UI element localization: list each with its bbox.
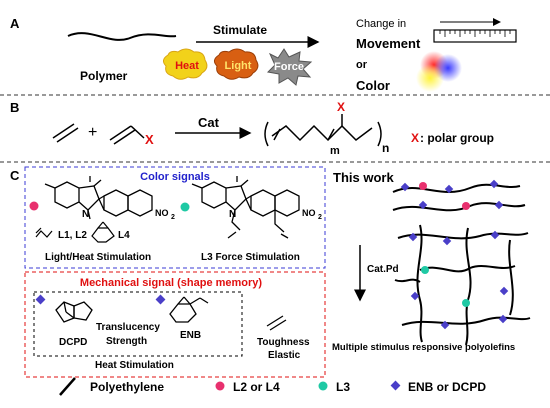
nitro-sub-right: 2 — [318, 214, 322, 221]
polar-group-x: X — [145, 132, 154, 147]
heat-stimulation-box — [33, 291, 243, 357]
network-blue-diamond — [410, 291, 420, 301]
teal-dot-marker — [180, 202, 190, 212]
legend-teal-dot — [318, 381, 328, 391]
enb-structure — [169, 296, 209, 323]
spiropyran-left-structure — [44, 176, 153, 220]
legend-l2-l4-label: L2 or L4 — [233, 380, 280, 394]
dcpd-structure — [55, 301, 93, 323]
n-atom-left: N — [82, 209, 89, 220]
subscript-m: m — [330, 145, 340, 157]
heat-label: Heat — [175, 60, 199, 72]
movement-label: Movement — [356, 36, 421, 51]
change-in-label: Change in — [356, 18, 406, 30]
subscript-n: n — [382, 141, 389, 155]
legend-x: X — [411, 131, 419, 145]
cat-label: Cat — [198, 115, 220, 130]
color-blob-yellow — [416, 64, 444, 92]
or-label: or — [356, 59, 368, 71]
crosslinked-network — [394, 224, 531, 346]
copolymer-x: X — [337, 100, 345, 114]
chain-blue-diamond — [418, 200, 428, 210]
l1-l2-substituent-icon — [35, 227, 53, 238]
nitro-group-right: NO — [302, 208, 316, 218]
polymer-label: Polymer — [80, 69, 128, 83]
polymer-chain — [67, 32, 177, 41]
chain-blue-diamond — [444, 184, 454, 194]
toughness-label: Toughness — [257, 337, 310, 348]
ethylene-small-structure — [266, 315, 287, 331]
network-teal-dot — [421, 266, 429, 274]
color-signals-box — [24, 166, 326, 269]
light-heat-label: Light/Heat Stimulation — [45, 252, 151, 263]
chain-blue-diamond — [494, 200, 504, 210]
stimulate-label: Stimulate — [213, 23, 267, 37]
multiple-stimulus-label: Multiple stimulus responsive polyolefins — [332, 342, 515, 353]
legend-enb-dcpd-label: ENB or DCPD — [408, 380, 486, 394]
network-blue-diamond — [442, 236, 452, 246]
nitro-group-left: NO — [155, 208, 169, 218]
legend-polyethylene-icon — [59, 377, 76, 396]
heat-burst — [162, 48, 208, 80]
panel-a-letter: A — [10, 16, 20, 31]
cat-pd-label: Cat.Pd — [367, 264, 399, 275]
panel-c-letter: C — [10, 168, 20, 183]
legend-blue-diamond — [390, 380, 401, 391]
color-signals-title: Color signals — [140, 171, 210, 183]
ruler-ticks — [439, 30, 511, 37]
l3-force-label: L3 Force Stimulation — [201, 252, 300, 263]
nitro-sub-left: 2 — [171, 214, 175, 221]
l4-label: L4 — [118, 230, 130, 241]
copolymer-structure — [264, 114, 382, 147]
heat-stimulation-label: Heat Stimulation — [95, 360, 174, 371]
vinyl-monomer-structure — [109, 125, 145, 145]
force-burst — [266, 48, 313, 86]
network-teal-dot — [462, 299, 470, 307]
network-blue-diamond — [440, 320, 450, 330]
network-blue-diamond — [490, 230, 500, 240]
legend-polyethylene-label: Polyethylene — [90, 380, 164, 394]
chain-pink-dot — [462, 202, 470, 210]
translucency-label: Translucency — [96, 322, 160, 333]
chain-blue-diamond — [489, 179, 499, 189]
strength-label: Strength — [106, 336, 147, 347]
dcpd-diamond-marker — [35, 294, 46, 305]
legend-l3-label: L3 — [336, 380, 350, 394]
l4-norbornene-icon — [91, 221, 115, 243]
light-burst — [213, 48, 259, 80]
this-work-label: This work — [333, 170, 394, 185]
force-label: Force — [274, 61, 304, 73]
spiropyran-right-structure — [191, 176, 300, 239]
chain-pink-dot — [419, 182, 427, 190]
mechanical-signal-box — [24, 271, 326, 378]
this-work-chains — [392, 183, 526, 212]
enb-diamond-marker — [155, 294, 166, 305]
enb-label: ENB — [180, 330, 201, 341]
l1-l2-label: L1, L2 — [58, 230, 87, 241]
network-blue-diamond — [498, 314, 508, 324]
pink-dot-marker — [29, 201, 39, 211]
legend-pink-dot — [215, 381, 225, 391]
mechanical-signal-title: Mechanical signal (shape memory) — [80, 277, 263, 289]
network-blue-diamond — [499, 286, 509, 296]
dcpd-label: DCPD — [59, 337, 87, 348]
color-label: Color — [356, 78, 390, 93]
network-blue-diamond — [408, 232, 418, 242]
panel-b-letter: B — [10, 100, 19, 115]
legend-polar-group: : polar group — [420, 131, 494, 145]
ethylene-structure — [52, 123, 79, 143]
elastic-label: Elastic — [268, 350, 301, 361]
light-label: Light — [225, 60, 252, 72]
plus-sign: + — [88, 124, 97, 141]
chain-blue-diamond — [400, 182, 410, 192]
n-atom-right: N — [229, 209, 236, 220]
